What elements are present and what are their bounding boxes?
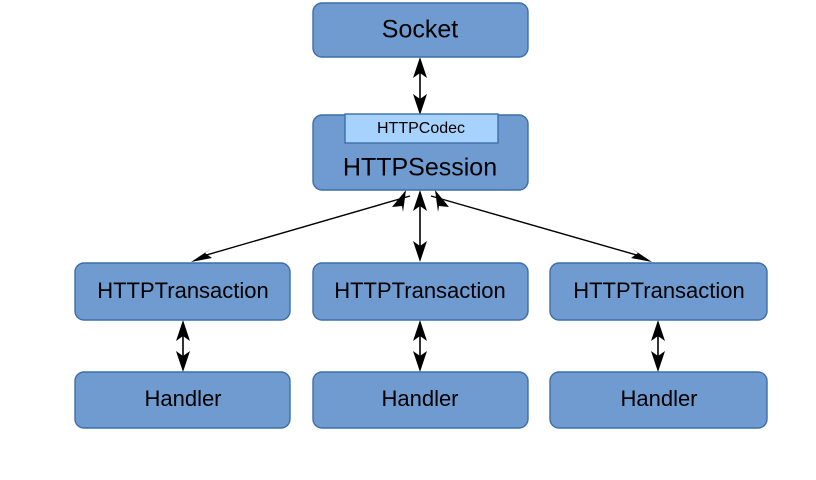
arrow-head-down-handler-2: [413, 351, 427, 372]
edge-transaction-1-handler-1: [176, 320, 190, 372]
edge-socket-session: [413, 57, 427, 115]
edge-session-transaction-3-line: [430, 195, 641, 257]
node-handler-3-box[interactable]: [549, 371, 768, 429]
arrow-head-down-handler-3: [651, 351, 665, 372]
node-handler-1-box[interactable]: [74, 371, 291, 429]
edge-session-transaction-3: [430, 190, 652, 262]
node-handler-1-label: Handler: [144, 386, 221, 411]
node-handler-2-box[interactable]: [312, 371, 529, 429]
arrow-head-transaction-3: [631, 248, 652, 262]
node-handler-1[interactable]: Handler: [74, 371, 291, 429]
node-codec-box[interactable]: [344, 113, 499, 144]
arrow-head-down-handler-1: [176, 351, 190, 372]
node-transaction-2-box[interactable]: [312, 262, 529, 321]
arrow-head-up-transaction-1: [176, 320, 190, 341]
node-transaction-2-label: HTTPTransaction: [334, 278, 506, 303]
arrow-head-up-transaction-2: [413, 320, 427, 341]
node-transaction-1-label: HTTPTransaction: [97, 278, 269, 303]
node-transaction-3-label: HTTPTransaction: [573, 278, 745, 303]
arrow-head-transaction-2: [413, 241, 427, 262]
node-socket-label: Socket: [382, 16, 458, 44]
arrow-head-down-session: [413, 94, 427, 115]
node-transaction-2[interactable]: HTTPTransaction: [312, 262, 529, 321]
node-handler-3[interactable]: Handler: [549, 371, 768, 429]
edge-transaction-2-handler-2: [413, 320, 427, 372]
arrow-head-transaction-1: [191, 248, 212, 262]
node-transaction-1[interactable]: HTTPTransaction: [74, 262, 291, 321]
node-session-label: HTTPSession: [343, 154, 497, 182]
arrow-head-session-left: [392, 190, 406, 212]
edge-transaction-3-handler-3: [651, 320, 665, 372]
node-handler-2-label: Handler: [381, 386, 458, 411]
node-transaction-3-box[interactable]: [549, 262, 768, 321]
node-handler-3-label: Handler: [620, 386, 697, 411]
arrow-head-up-transaction-3: [651, 320, 665, 341]
arrow-head-session-right: [435, 190, 449, 212]
arrow-head-up-socket: [413, 57, 427, 78]
arrow-head-session-center: [413, 190, 427, 211]
node-transaction-3[interactable]: HTTPTransaction: [549, 262, 768, 321]
node-socket[interactable]: Socket: [312, 2, 529, 58]
node-transaction-1-box[interactable]: [74, 262, 291, 321]
node-socket-box[interactable]: [312, 2, 529, 58]
edge-session-transaction-1-line: [202, 195, 411, 257]
edge-session-transaction-2: [413, 190, 427, 262]
edge-session-transaction-1: [191, 190, 411, 262]
node-handler-2[interactable]: Handler: [312, 371, 529, 429]
node-codec-label: HTTPCodec: [377, 120, 465, 137]
node-session[interactable]: HTTPCodec HTTPSession: [312, 113, 529, 191]
